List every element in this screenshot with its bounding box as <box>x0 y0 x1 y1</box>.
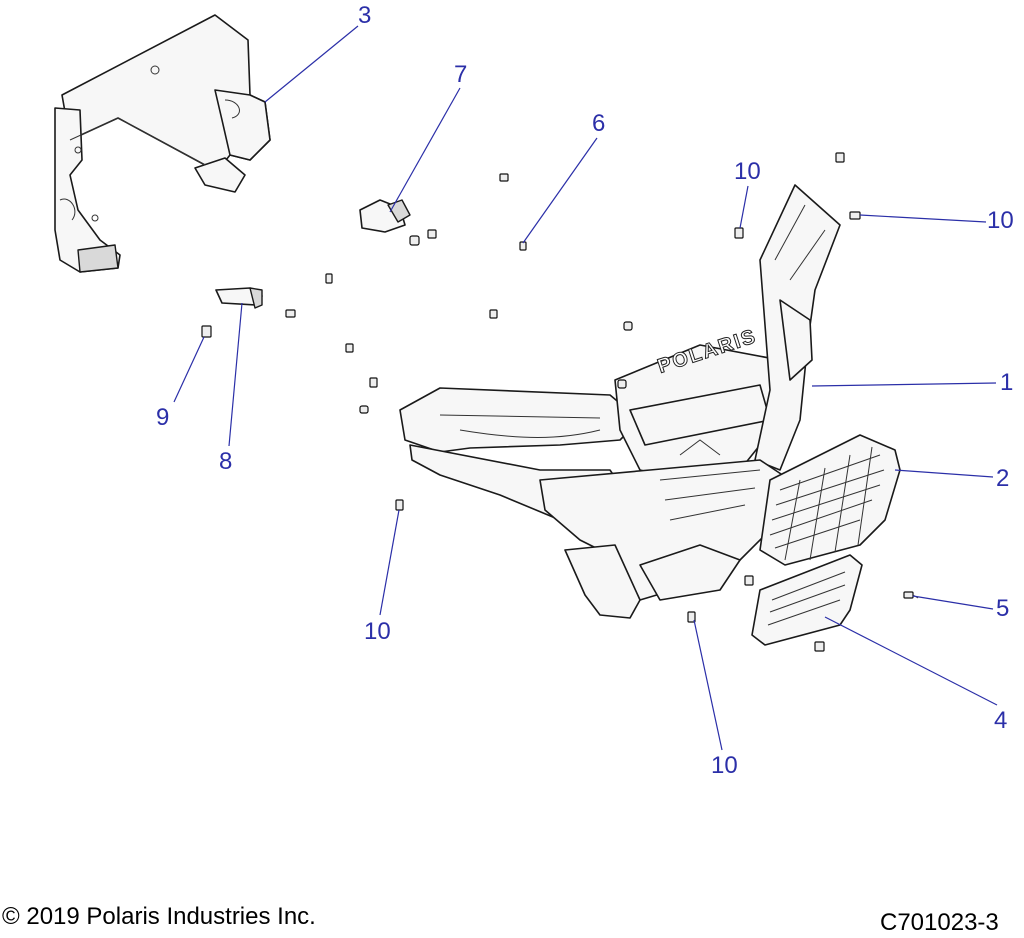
callout-10-right: 10 <box>987 207 1014 234</box>
leader-7 <box>389 87 461 213</box>
callout-8: 8 <box>219 448 233 475</box>
clip-8 <box>215 287 263 309</box>
leader-10c <box>379 509 400 616</box>
leader-1 <box>811 382 997 387</box>
drawing-number: C701023-3 <box>880 909 999 936</box>
leader-5 <box>912 595 994 610</box>
leader-9 <box>173 336 205 403</box>
leader-2 <box>894 469 994 478</box>
leader-8 <box>228 302 243 447</box>
fastener-item-10-upper <box>734 227 744 239</box>
fastener-item-5 <box>903 591 919 599</box>
callout-4: 4 <box>994 707 1008 734</box>
loose-screws <box>285 152 845 652</box>
leader-lines <box>173 25 998 751</box>
mounting-bracket <box>54 14 271 273</box>
callout-1: 1 <box>1000 369 1014 396</box>
callout-6: 6 <box>592 110 606 137</box>
fastener-item-10-lower <box>687 611 696 623</box>
callout-7: 7 <box>454 61 468 88</box>
leader-10d <box>693 619 723 751</box>
callout-9: 9 <box>156 404 170 431</box>
front-bumper-assembly <box>399 184 841 619</box>
leader-4 <box>824 616 998 706</box>
leader-10b <box>859 214 987 223</box>
mesh-grille-screen <box>759 434 901 566</box>
lower-grille-insert <box>751 554 863 646</box>
callout-5: 5 <box>996 595 1010 622</box>
callout-10-lower: 10 <box>711 752 738 779</box>
leader-10a <box>739 185 749 229</box>
fastener-item-9 <box>201 325 212 338</box>
callout-10-left: 10 <box>364 618 391 645</box>
leader-6 <box>522 137 598 244</box>
leader-3 <box>264 25 359 103</box>
fastener-hardware <box>201 152 919 652</box>
callout-10-upper: 10 <box>734 158 761 185</box>
fastener-item-10-left <box>395 499 404 511</box>
small-bracket-7 <box>359 199 411 233</box>
callout-2: 2 <box>996 465 1010 492</box>
fastener-item-6 <box>519 241 527 251</box>
copyright-text: © 2019 Polaris Industries Inc. <box>2 903 316 930</box>
fastener-item-10-right <box>849 211 861 220</box>
callout-3: 3 <box>358 2 372 29</box>
